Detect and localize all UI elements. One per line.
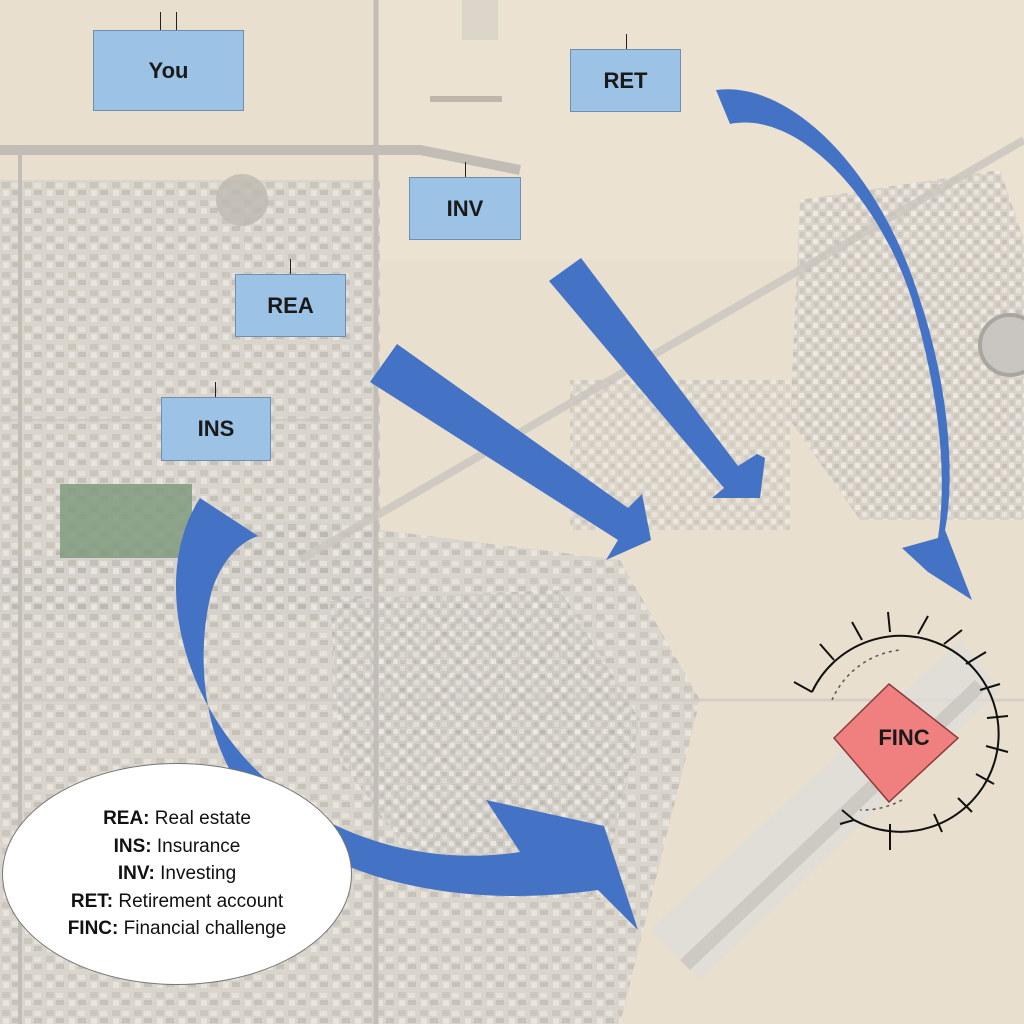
rea-connector-tick: [290, 259, 291, 274]
ins-connector-tick: [215, 382, 216, 397]
finc-arc-arrowhead: [839, 809, 857, 825]
finc-orbit-arc: [811, 634, 1000, 833]
legend-item: INV: Investing: [117, 863, 237, 885]
ret-connector-tick: [626, 34, 627, 49]
legend-ellipse: REA: Real estate INS: Insurance INV: Inv…: [2, 763, 352, 985]
legend-item: RET: Retirement account: [70, 890, 284, 912]
ret-box: RET: [570, 49, 681, 112]
finc-label: FINC: [878, 725, 930, 750]
finc-target: [793, 611, 1009, 850]
inv-arrow: [549, 258, 765, 498]
inv-connector-tick: [465, 162, 466, 177]
ins-box: INS: [161, 397, 271, 461]
you-connector-tick: [160, 12, 161, 30]
legend-item: INS: Insurance: [113, 835, 241, 857]
ret-arrow: [716, 89, 972, 601]
finc-dotted-arc-lower: [859, 799, 903, 811]
you-connector-tick: [176, 12, 177, 30]
rea-box: REA: [235, 274, 346, 337]
legend-item: FINC: Financial challenge: [67, 918, 287, 940]
legend-item: REA: Real estate: [103, 808, 251, 830]
finc-dotted-arc: [831, 649, 901, 701]
inv-box: INV: [409, 177, 521, 240]
finc-radial-ticks: [793, 611, 1009, 850]
finc-diamond: [832, 683, 960, 804]
you-box: You: [93, 30, 244, 111]
rea-arrow: [370, 344, 651, 560]
